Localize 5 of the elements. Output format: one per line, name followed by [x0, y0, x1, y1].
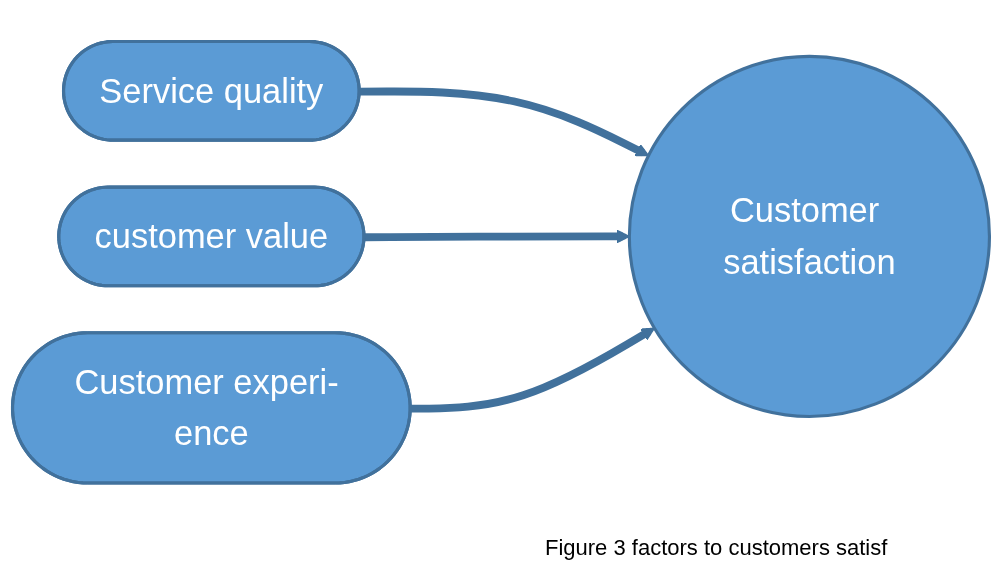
arrow [359, 87, 650, 157]
figure-caption: Figure 3 factors to customers satisf [545, 535, 888, 561]
node-circle: Customer satisfaction [627, 55, 992, 419]
arrow [410, 327, 656, 413]
arrow [364, 229, 630, 244]
